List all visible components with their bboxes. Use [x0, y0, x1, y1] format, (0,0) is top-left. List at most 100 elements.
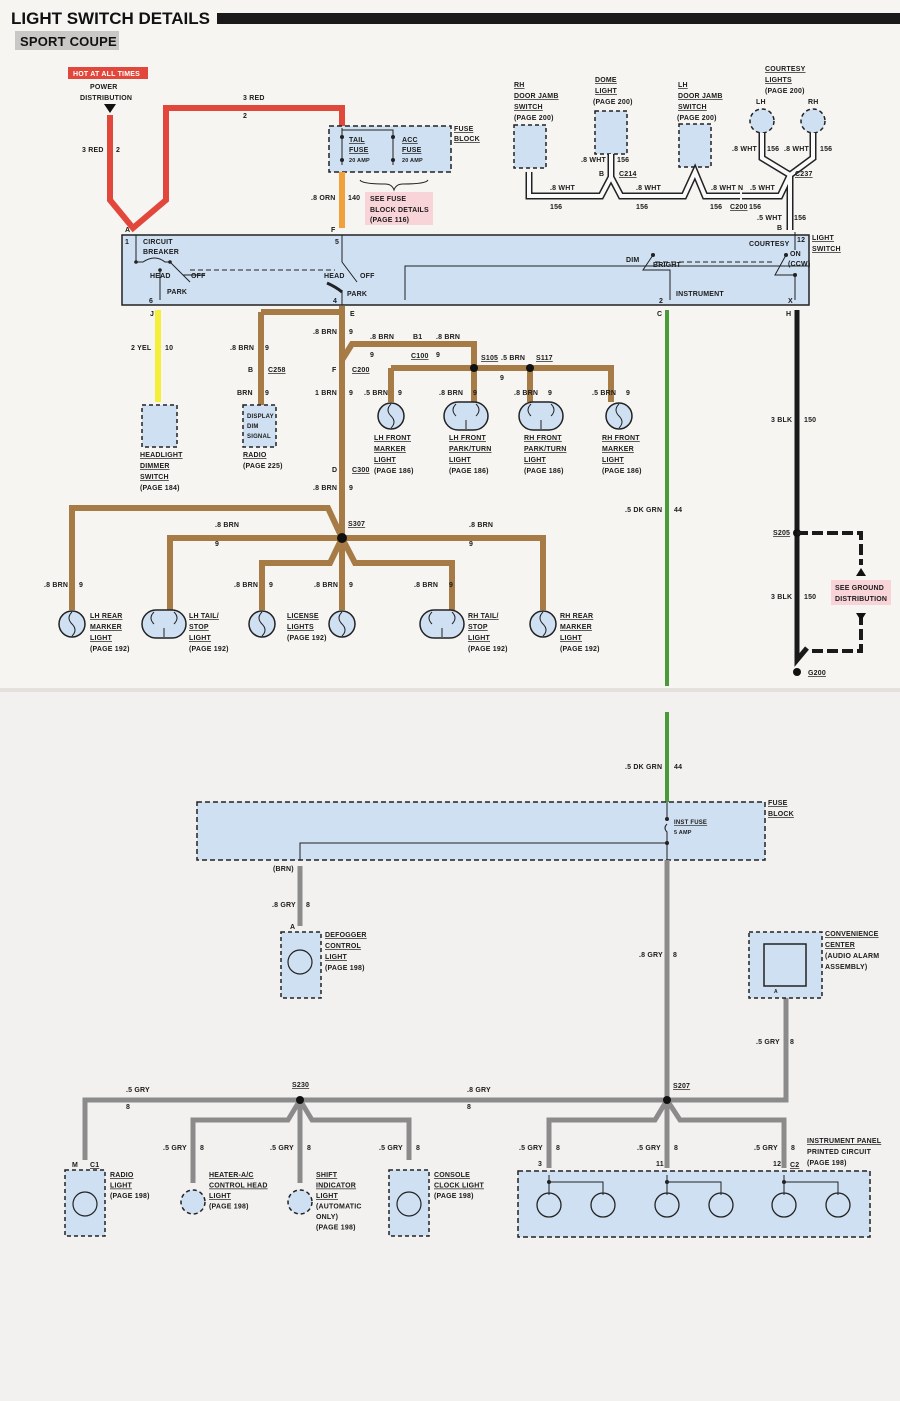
lower-fuse-block-label: FUSE	[768, 800, 788, 807]
front-light-label: LIGHT	[449, 457, 472, 464]
page-divider	[0, 688, 900, 694]
ip-wire-circuit: 8	[556, 1145, 560, 1152]
c100-left-circuit: 9	[370, 352, 374, 359]
rh-courtesy-light	[800, 108, 826, 134]
rear-light-label: MARKER	[560, 624, 592, 631]
rh-door-jamb-label2: DOOR JAMB	[514, 93, 559, 100]
acc-fuse-label2: FUSE	[402, 147, 422, 154]
tail-fuse-amp: 20 AMP	[349, 158, 370, 164]
front-light-label: RH FRONT	[524, 435, 562, 442]
circuit-breaker-label2: BREAKER	[143, 249, 179, 256]
red-wire-gauge-left: 3 RED	[82, 147, 104, 154]
ip-bulb-icon	[654, 1192, 680, 1218]
rear-light-label: RH TAIL/	[468, 613, 499, 620]
main-gray-gauge: .8 GRY	[639, 952, 663, 959]
c200-pin-n: N	[738, 185, 743, 192]
s307-splice	[337, 533, 347, 543]
on-label: ON	[790, 251, 801, 258]
red-wire-circuit-top: 2	[243, 113, 247, 120]
s230-left-circuit: 8	[126, 1104, 130, 1111]
defogger-bulb-icon	[287, 949, 313, 975]
rear-light-1	[141, 609, 187, 639]
rear-light-gauge: .8 BRN	[314, 582, 338, 589]
terminal-5: 5	[335, 239, 339, 246]
s117-splice	[526, 364, 534, 372]
s105-splice	[470, 364, 478, 372]
load-circuit: 8	[416, 1145, 420, 1152]
ip-wire-circuit: 8	[674, 1145, 678, 1152]
load-label: LIGHT	[316, 1193, 339, 1200]
ip-bulb-icon	[825, 1192, 851, 1218]
c300-pin: D	[332, 467, 337, 474]
headlight-dimmer-label2: DIMMER	[140, 463, 170, 470]
blk-bottom-circuit: 150	[804, 594, 816, 601]
inst-fuse-label: INST FUSE	[674, 820, 707, 826]
1brn-circuit: 9	[349, 390, 353, 397]
fuse-block-label: FUSE	[454, 126, 474, 133]
c300-wire-gauge: .8 BRN	[313, 485, 337, 492]
front-light-label: (PAGE 186)	[374, 468, 414, 475]
ccw-label: (CCW)	[788, 261, 810, 268]
convenience-wire-gauge: .5 GRY	[756, 1039, 780, 1046]
c237-label: C237	[795, 171, 813, 178]
orange-wire-gauge: .8 ORN	[311, 195, 336, 202]
courtesy-lights-page: (PAGE 200)	[765, 88, 805, 95]
front-light-label: RH FRONT	[602, 435, 640, 442]
front-light-gauge: .5 BRN	[364, 390, 388, 397]
load-label: ONLY)	[316, 1214, 338, 1221]
load-circuit: 8	[200, 1145, 204, 1152]
brn-tag: (BRN)	[273, 866, 294, 873]
lh-door-jamb-page: (PAGE 200)	[677, 115, 717, 122]
radio-c1: C1	[90, 1162, 99, 1169]
front-light-circuit: 9	[626, 390, 630, 397]
front-light-circuit: 9	[473, 390, 477, 397]
terminal-f: F	[331, 227, 336, 234]
terminal-12: 12	[797, 237, 805, 244]
front-light-label: (PAGE 186)	[449, 468, 489, 475]
rear-light-label: LIGHT	[90, 635, 113, 642]
ip-wire-circuit: 8	[791, 1145, 795, 1152]
s230-right-gauge: .8 GRY	[467, 1087, 491, 1094]
s105-s117-circuit: 9	[500, 375, 504, 382]
courtesy-circuit: RH DOOR JAMB SWITCH (PAGE 200) DOME LIGH…	[513, 66, 832, 232]
lower-fuse-block	[196, 801, 766, 861]
blk-bottom-gauge: 3 BLK	[771, 594, 792, 601]
red-wire	[107, 105, 345, 233]
load-label: (AUTOMATIC	[316, 1204, 362, 1211]
rear-light-gauge: .8 BRN	[234, 582, 258, 589]
ip-bulb-icon	[590, 1192, 616, 1218]
dome-light-label: DOME	[595, 77, 617, 84]
convenience-label: CONVENIENCE	[825, 931, 879, 938]
rear-light-label: MARKER	[90, 624, 122, 631]
front-light-label: PARK/TURN	[524, 446, 567, 453]
front-light-label: LIGHT	[524, 457, 547, 464]
lh-door-jamb-label: LH	[678, 82, 688, 89]
inst-fuse-icon	[299, 802, 668, 861]
s230-right-circuit: 8	[467, 1104, 471, 1111]
c214-pin: B	[599, 171, 604, 178]
bulb-icon	[72, 1191, 98, 1217]
page-title: LIGHT SWITCH DETAILS	[11, 9, 210, 28]
acc-fuse-amp: 20 AMP	[402, 158, 423, 164]
bright-label: BRIGHT	[653, 262, 682, 269]
radio-wire2-gauge: BRN	[237, 390, 253, 397]
green-wire-circuit: 44	[674, 507, 682, 514]
convenience-pin: A	[774, 989, 778, 995]
rh-jamb-wire-circuit: 156	[550, 204, 562, 211]
s207-label: S207	[673, 1083, 690, 1090]
front-light-circuit: 9	[548, 390, 552, 397]
rear-light-label: LH TAIL/	[189, 613, 219, 620]
load-gauge: .5 GRY	[270, 1145, 294, 1152]
load-label: CONTROL HEAD	[209, 1183, 268, 1190]
ip-pin: 12	[773, 1161, 781, 1168]
front-light-gauge: .8 BRN	[439, 390, 463, 397]
c100-left-gauge: .8 BRN	[370, 334, 394, 341]
lh-courtesy-wire-gauge: .8 WHT	[732, 146, 757, 153]
radio-pin: M	[72, 1162, 78, 1169]
s205-label: S205	[773, 530, 790, 537]
c258-label: C258	[268, 367, 286, 374]
rear-light-label: (PAGE 192)	[90, 646, 130, 653]
lh-courtesy-light	[749, 108, 775, 134]
front-light-label: (PAGE 186)	[602, 468, 642, 475]
